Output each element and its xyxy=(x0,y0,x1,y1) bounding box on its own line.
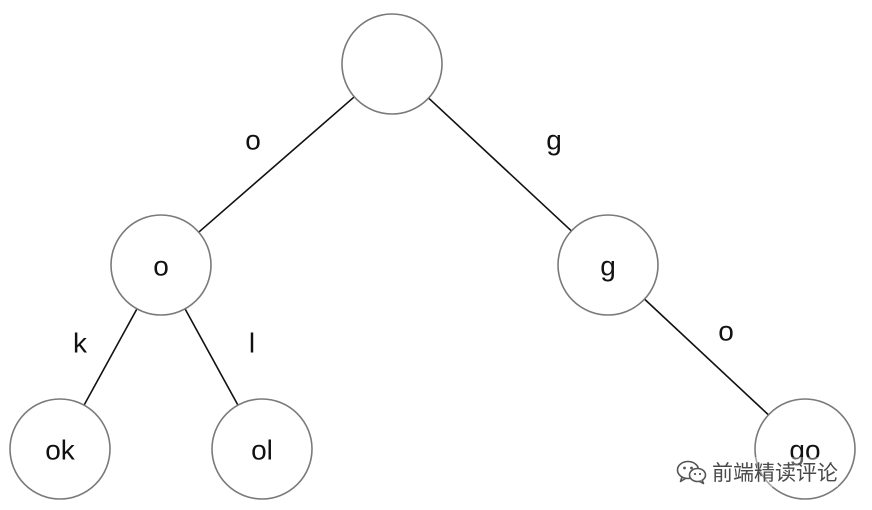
node-circle-g xyxy=(557,214,659,316)
edges-layer xyxy=(83,96,770,416)
node-circle-root xyxy=(341,13,443,115)
node-root xyxy=(341,13,443,115)
edge-labels-layer: o g k l o xyxy=(73,125,734,359)
edge-label-root-o: o xyxy=(245,125,261,156)
node-label-ol: ol xyxy=(251,435,273,466)
wechat-icon xyxy=(676,459,708,485)
edge-label-o-ol: l xyxy=(249,328,255,359)
node-circle-go xyxy=(754,398,856,500)
edge-label-g-go: o xyxy=(718,316,734,347)
node-label-o: o xyxy=(153,251,169,282)
node-circle-o xyxy=(110,214,212,316)
edge-g-go xyxy=(643,298,770,416)
watermark-text: 前端精读评论 xyxy=(712,461,838,485)
node-circle-ol xyxy=(211,398,313,500)
node-ol: ol xyxy=(211,398,313,500)
node-go: go xyxy=(754,398,856,500)
node-ok: ok xyxy=(9,398,111,500)
edge-root-g xyxy=(428,97,572,232)
node-label-go: go xyxy=(789,435,820,466)
edge-label-root-g: g xyxy=(546,125,562,156)
edge-o-ok xyxy=(83,308,138,406)
watermark: 前端精读评论 xyxy=(676,457,838,487)
edge-label-o-ok: k xyxy=(73,328,88,359)
node-circle-ok xyxy=(9,398,111,500)
node-label-ok: ok xyxy=(45,435,76,466)
edge-o-ol xyxy=(184,308,239,406)
node-g: g xyxy=(557,214,659,316)
edge-root-o xyxy=(198,96,355,233)
node-o: o xyxy=(110,214,212,316)
node-label-g: g xyxy=(600,251,616,282)
